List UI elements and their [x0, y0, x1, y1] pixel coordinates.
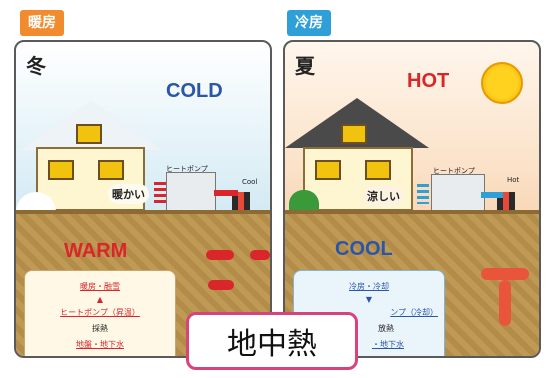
air-temperature-label-cold: COLD [166, 80, 223, 102]
winter-panel: 冬 COLD 暖かい ヒートポンプ Cool WARM 暖房・融雪 ▲ ヒートポ… [14, 40, 272, 358]
ground-heat-arrow-icon [208, 280, 234, 290]
winter-heat-pump-unit [166, 172, 216, 212]
winter-info-transfer: 採熱 [92, 324, 108, 333]
winter-heat-pump-label: ヒートポンプ [166, 165, 208, 173]
winter-speech-bubble: 暖かい [108, 184, 149, 204]
summer-mode-tab: 冷房 [287, 10, 331, 36]
summer-info-source: ・地下水 [372, 340, 404, 349]
summer-pipe-label: Hot [507, 176, 520, 184]
winter-house-window-upper [76, 124, 102, 144]
air-temperature-label-hot: HOT [407, 70, 450, 92]
up-arrow-icon: ▲ [96, 295, 104, 304]
summer-speech-bubble: 涼しい [363, 186, 404, 206]
summer-info-use: 冷房・冷却 [349, 282, 389, 291]
summer-house-window-left [315, 160, 341, 180]
summer-house-window-upper [341, 124, 367, 144]
cool-arrows-icon [417, 184, 429, 204]
ground-temperature-label-warm: WARM [64, 240, 128, 262]
heat-arrows-icon [154, 182, 166, 204]
winter-mode-tab: 暖房 [20, 10, 64, 36]
winter-pipe-label: Cool [242, 178, 258, 186]
summer-panel: 夏 HOT 涼しい ヒートポンプ Hot COOL 冷房・冷却 ▼ ンプ（冷却）… [283, 40, 541, 358]
summer-house-window-right [365, 160, 391, 180]
ground-heat-release-icon [499, 280, 511, 326]
winter-info-pump: ヒートポンプ（昇温） [60, 308, 140, 317]
ground-heat-arrow-icon [206, 250, 234, 260]
geothermal-badge: 地中熱 [186, 312, 358, 370]
ground-temperature-label-cool: COOL [335, 238, 393, 260]
summer-info-pump: ンプ（冷却） [390, 308, 438, 317]
winter-pipe-connector [214, 190, 238, 196]
winter-info-use: 暖房・融雪 [80, 282, 120, 291]
summer-season-label: 夏 [295, 54, 315, 78]
ground-heat-arrow-icon [250, 250, 270, 260]
summer-heat-pump-unit [431, 174, 485, 212]
winter-house-window-right [98, 160, 124, 180]
summer-pipe-connector [481, 192, 503, 198]
summer-info-transfer: 放熱 [378, 324, 394, 333]
winter-house-window-left [48, 160, 74, 180]
sun-icon [481, 62, 523, 104]
snow-mound [16, 192, 56, 214]
winter-info-box: 暖房・融雪 ▲ ヒートポンプ（昇温） 採熱 地盤・地下水 [24, 270, 176, 356]
ground-heat-release-icon [481, 268, 529, 280]
summer-heat-pump-label: ヒートポンプ [433, 167, 475, 175]
down-arrow-icon: ▼ [365, 295, 373, 304]
winter-season-label: 冬 [26, 54, 46, 78]
winter-info-source: 地盤・地下水 [76, 340, 124, 349]
